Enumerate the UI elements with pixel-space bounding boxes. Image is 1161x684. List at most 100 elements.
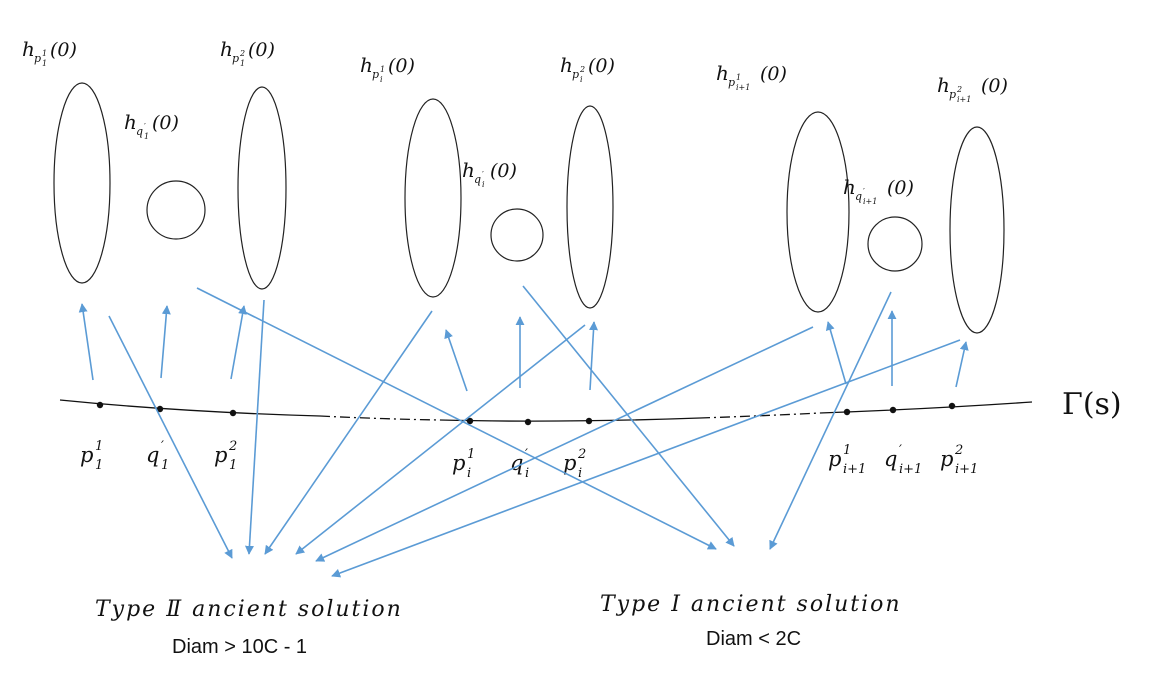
arrow-pi1-1-to-type2: [315, 326, 814, 562]
svg-text:′: ′: [144, 122, 146, 131]
region-p1-2: [237, 86, 287, 290]
svg-text:1: 1: [144, 132, 149, 141]
point-label-qi1: q ′ i+1: [884, 443, 922, 477]
arrow-up-p1-2: [230, 305, 248, 380]
region-shapes: [53, 82, 1005, 334]
point-pi-2: [585, 417, 593, 425]
point-label-p1-1: p 1 1: [80, 439, 103, 473]
svg-text:h: h: [716, 61, 729, 85]
h-label-qi1: h q ′ i+1 (0): [843, 175, 914, 206]
svg-text:q: q: [884, 447, 897, 471]
svg-text:′: ′: [863, 187, 865, 196]
svg-text:q: q: [146, 443, 159, 467]
region-pi1-1: [786, 111, 850, 313]
svg-text:i: i: [482, 180, 485, 189]
svg-text:i: i: [580, 75, 583, 84]
svg-text:h: h: [843, 175, 856, 199]
arrow-up-pi-1: [444, 329, 468, 392]
region-pi1-2: [949, 126, 1005, 334]
arrow-up-pi-2: [589, 321, 599, 391]
svg-text:p: p: [232, 52, 239, 65]
type1-diam: Diam < 2C: [706, 628, 801, 650]
svg-text:(0): (0): [248, 39, 275, 61]
svg-text:p: p: [940, 447, 953, 471]
svg-text:1: 1: [240, 59, 245, 68]
arrow-q1-to-type1: [196, 287, 717, 550]
region-pi-1: [404, 98, 462, 298]
svg-text:i+1: i+1: [863, 197, 877, 206]
svg-text:1: 1: [843, 443, 851, 458]
region-qi1: [867, 216, 923, 272]
svg-text:p: p: [728, 76, 735, 89]
arrows: [78, 285, 969, 578]
svg-text:i: i: [525, 466, 529, 481]
h-label-pi1-2: h p 2 i+1 (0): [937, 73, 1008, 104]
svg-text:h: h: [124, 110, 137, 134]
svg-text:′: ′: [482, 170, 484, 179]
point-p1-1: [96, 401, 104, 409]
svg-text:q: q: [855, 190, 862, 203]
point-label-pi1-2: p 2 i+1: [940, 443, 978, 477]
h-label-pi-2: h p 2 i (0): [560, 53, 615, 84]
point-label-pi-2: p 2 i: [563, 447, 586, 481]
arrow-up-pi1-1: [825, 321, 847, 385]
svg-text:2: 2: [228, 439, 237, 454]
gamma-curve: Γ(s): [59, 387, 1122, 426]
svg-text:1: 1: [42, 49, 47, 58]
h-label-pi-1: h p 1 i (0): [360, 53, 415, 84]
point-qi1: [889, 406, 897, 414]
svg-text:p: p: [80, 443, 93, 467]
point-pi1-2: [948, 402, 956, 410]
svg-text:1: 1: [161, 458, 169, 473]
svg-text:p: p: [34, 52, 41, 65]
svg-text:1: 1: [736, 73, 741, 82]
point-label-q1: q ′ 1: [146, 439, 169, 473]
svg-text:(0): (0): [981, 75, 1008, 97]
svg-text:i+1: i+1: [843, 462, 866, 477]
svg-text:1: 1: [42, 59, 47, 68]
svg-text:h: h: [560, 53, 573, 77]
svg-text:(0): (0): [152, 112, 179, 134]
svg-text:2: 2: [239, 49, 245, 58]
svg-text:i: i: [578, 466, 582, 481]
svg-text:h: h: [937, 73, 950, 97]
arrow-pi1-2-to-type2: [331, 339, 961, 578]
svg-text:2: 2: [579, 65, 585, 74]
point-label-p1-2: p 2 1: [214, 439, 237, 473]
svg-text:(0): (0): [760, 63, 787, 85]
type2-diam: Diam > 10C - 1: [172, 636, 307, 658]
svg-text:2: 2: [954, 443, 963, 458]
svg-text:i+1: i+1: [955, 462, 978, 477]
point-label-pi1-1: p 1 i+1: [828, 443, 866, 477]
svg-text:h: h: [462, 158, 475, 182]
svg-text:2: 2: [956, 85, 962, 94]
type1-title: Type Ⅰ ancient solution: [600, 592, 902, 617]
svg-text:q: q: [474, 173, 481, 186]
svg-text:p: p: [372, 68, 379, 81]
h-label-pi1-1: h p 1 i+1 (0): [716, 61, 787, 92]
solution-labels: Type Ⅱ ancient solution Diam > 10C - 1 T…: [95, 592, 902, 658]
arrow-pi-2-to-type2: [295, 324, 586, 555]
arrow-p1-2-to-type2: [244, 299, 265, 555]
svg-text:′: ′: [899, 443, 902, 458]
svg-text:i+1: i+1: [899, 462, 922, 477]
arrow-p1-1-to-type2: [108, 315, 233, 559]
point-q1: [156, 405, 164, 413]
region-p1-1: [53, 82, 111, 284]
h-label-p1-1: h p 1 1 (0): [22, 37, 77, 68]
arrow-up-p1-1: [78, 303, 94, 381]
svg-text:1: 1: [229, 458, 237, 473]
svg-text:(0): (0): [887, 177, 914, 199]
point-p1-2: [229, 409, 237, 417]
svg-text:p: p: [572, 68, 579, 81]
region-q1: [146, 180, 206, 240]
arrow-up-pi1-2: [955, 341, 969, 388]
arrow-pi-1-to-type2: [264, 310, 433, 555]
type2-title: Type Ⅱ ancient solution: [95, 597, 403, 622]
h-label-p1-2: h p 2 1 (0): [220, 37, 275, 68]
curve-label: Γ(s): [1062, 387, 1122, 422]
h-label-qi: h q ′ i (0): [462, 158, 517, 189]
svg-text:i+1: i+1: [957, 95, 971, 104]
svg-text:(0): (0): [388, 55, 415, 77]
